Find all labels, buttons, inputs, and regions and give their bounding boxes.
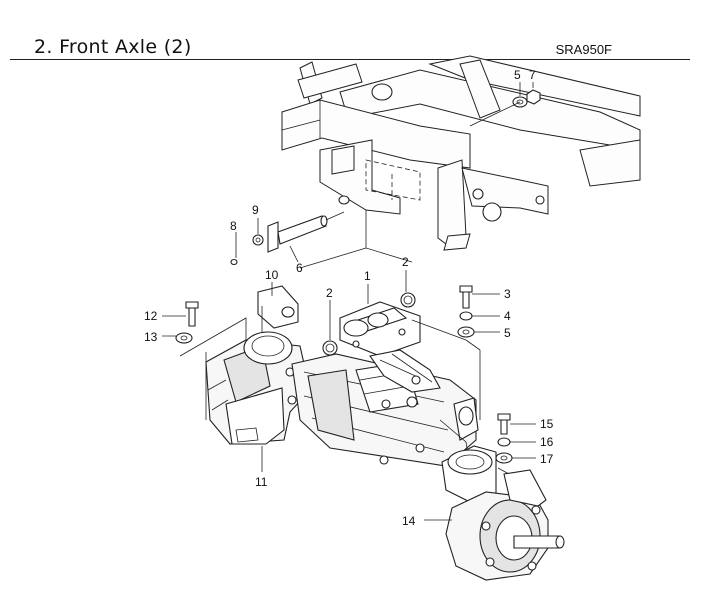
part-nut-7 bbox=[526, 89, 541, 105]
callout-5: 5 bbox=[504, 326, 511, 340]
part-cap-8 bbox=[230, 258, 238, 266]
callout-14: 14 bbox=[402, 514, 416, 528]
part-bracket-1 bbox=[339, 301, 421, 357]
part-bolt-12 bbox=[185, 301, 199, 327]
callout-16: 16 bbox=[540, 435, 554, 449]
model-code: SRA950F bbox=[555, 42, 612, 57]
callout-4: 4 bbox=[504, 309, 511, 323]
part-washer-13 bbox=[175, 332, 193, 344]
callout-12: 12 bbox=[144, 309, 158, 323]
callout-10: 10 bbox=[265, 268, 279, 282]
part-bolt-15 bbox=[497, 413, 511, 435]
header-divider bbox=[10, 59, 690, 60]
callout-2-right: 2 bbox=[402, 255, 409, 269]
part-washer-17 bbox=[495, 452, 513, 464]
part-washer-16 bbox=[497, 437, 511, 447]
callout-13: 13 bbox=[144, 330, 158, 344]
part-bolt-3 bbox=[459, 285, 473, 309]
part-washer-4 bbox=[459, 311, 473, 321]
part-bracket-10 bbox=[257, 285, 299, 345]
callout-1: 1 bbox=[364, 269, 371, 283]
callout-5-top: 5 bbox=[514, 68, 521, 82]
callout-15: 15 bbox=[540, 417, 554, 431]
axle-housing-main bbox=[205, 331, 479, 469]
page-title: 2. Front Axle (2) bbox=[34, 36, 192, 58]
part-shaft-6 bbox=[267, 211, 345, 253]
callout-9: 9 bbox=[252, 203, 259, 217]
callout-11: 11 bbox=[255, 475, 268, 489]
callout-3: 3 bbox=[504, 287, 511, 301]
chassis-frame bbox=[281, 55, 641, 251]
callout-2-left: 2 bbox=[326, 286, 333, 300]
callout-8: 8 bbox=[230, 219, 237, 233]
part-bushing-2-left bbox=[322, 340, 338, 356]
part-washer-5 bbox=[457, 326, 475, 338]
callout-17: 17 bbox=[540, 452, 554, 466]
part-bushing-2-right bbox=[400, 292, 416, 308]
callout-6: 6 bbox=[296, 261, 303, 275]
callout-labels: 5 7 9 8 6 10 1 2 2 3 4 5 12 13 11 15 16 … bbox=[144, 68, 554, 528]
page-header: 2. Front Axle (2) SRA950F bbox=[0, 0, 712, 62]
part-gear-case-14 bbox=[441, 445, 565, 581]
callout-7: 7 bbox=[529, 68, 536, 82]
part-grease-nipple-9 bbox=[252, 234, 264, 246]
